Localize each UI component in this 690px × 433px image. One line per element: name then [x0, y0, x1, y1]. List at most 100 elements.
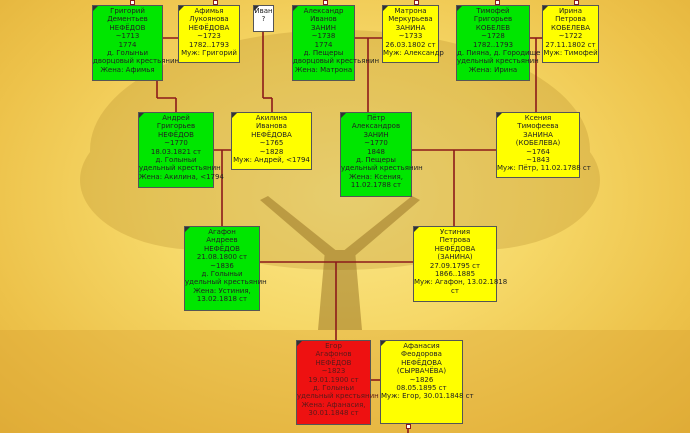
- person-card-line: Феодорова: [401, 350, 442, 359]
- person-card-line: Григорьев: [156, 122, 196, 131]
- person-card-line: 11.02.1788 ст: [350, 181, 402, 190]
- person-card-line: ЗАНИН: [310, 23, 337, 32]
- person-card-line: Муж: Александр: [383, 49, 444, 58]
- card-corner-marker-icon: [297, 341, 302, 346]
- person-card-line: Жена: Афанасия,: [301, 400, 366, 409]
- person-card-line: НЕФЁДОВ: [109, 23, 146, 32]
- person-card-line: Меркурьева: [388, 15, 433, 24]
- card-corner-marker-icon: [185, 227, 190, 232]
- person-card-line: 1774: [118, 40, 137, 49]
- person-card-line: 1782..1793: [472, 40, 514, 49]
- expand-connector-icon[interactable]: [323, 0, 328, 5]
- person-card-line: Иван: [254, 7, 273, 15]
- card-corner-marker-icon: [457, 6, 462, 11]
- person-card-line: НЕФЁДОВА: [251, 130, 292, 139]
- person-card-line: д. Голыньи: [201, 270, 243, 279]
- person-card-line: ~1823: [321, 367, 346, 376]
- person-card-line: Афимья: [194, 7, 224, 15]
- person-card-line: 27.09.1795 ст: [429, 261, 481, 270]
- person-card-line: НЕФЁДОВ: [158, 130, 194, 139]
- person-card-line: ?: [261, 15, 266, 24]
- person-card-line: ~1770: [364, 139, 388, 148]
- card-corner-marker-icon: [254, 6, 259, 11]
- person-card-line: Александров: [351, 122, 401, 131]
- person-card-line: 27.11.1802 ст: [545, 40, 596, 49]
- expand-connector-icon[interactable]: [130, 0, 135, 5]
- person-card-line: ~1826: [409, 375, 434, 384]
- card-corner-marker-icon: [414, 227, 419, 232]
- person-card-ivan[interactable]: Иван?: [253, 5, 274, 32]
- card-corner-marker-icon: [497, 113, 502, 118]
- expand-connector-icon[interactable]: [213, 0, 218, 5]
- person-card-line: ~1764: [526, 147, 550, 156]
- person-card-line: Александр: [303, 7, 344, 15]
- card-corner-marker-icon: [381, 341, 386, 346]
- person-card-line: КОБЕЛЕВА: [551, 23, 590, 32]
- person-card-line: ЗАНИНА: [395, 23, 426, 32]
- person-card-line: Андреев: [206, 236, 238, 245]
- person-card-line: Муж: Андрей, <1794: [233, 156, 310, 165]
- person-card-line: Петрова: [439, 236, 471, 245]
- person-card-line: ~1843: [526, 156, 550, 165]
- person-card-line: 1866..1885: [434, 270, 476, 279]
- card-corner-marker-icon: [93, 6, 98, 11]
- person-card-line: Тимофеева: [517, 122, 559, 131]
- person-card-line: НЕФЁДОВ: [315, 358, 352, 367]
- expand-connector-icon[interactable]: [414, 0, 419, 5]
- card-corner-marker-icon: [232, 113, 237, 118]
- person-card-line: Агафон: [208, 228, 236, 236]
- person-card-line: ~1723: [197, 32, 221, 41]
- person-card-line: д. Пияна, д. Городище: [457, 49, 541, 58]
- card-corner-marker-icon: [383, 6, 388, 11]
- expand-connector-icon[interactable]: [495, 0, 500, 5]
- person-card-line: ~1713: [115, 32, 140, 41]
- person-card-line: Жена: Афимья: [100, 65, 155, 74]
- person-card-line: Муж: Григорий: [181, 49, 237, 58]
- person-card-line: ЗАНИНА: [523, 130, 553, 139]
- person-card-line: Акилина: [255, 114, 288, 122]
- person-card-line: 1848: [367, 147, 385, 156]
- person-card-line: Григорьев: [473, 15, 513, 24]
- expand-connector-icon[interactable]: [406, 424, 411, 429]
- person-card-line: 1782..1793: [188, 40, 230, 49]
- person-card-line: (СЫРВАЧЁВА): [396, 367, 447, 376]
- person-card-line: (КОБЕЛЕВА): [515, 139, 561, 148]
- person-card-line: д. Голыньи: [155, 156, 197, 165]
- person-card-line: удельный крестьянин: [185, 278, 267, 287]
- person-card-line: Тимофей: [476, 7, 510, 15]
- person-card-line: 13.02.1818 ст: [196, 295, 248, 304]
- card-corner-marker-icon: [341, 113, 346, 118]
- person-card-line: ~1722: [558, 32, 583, 41]
- expand-connector-icon[interactable]: [574, 0, 579, 5]
- person-card-line: Ирина: [558, 7, 583, 15]
- person-card-line: Муж: Агафон, 13.02.1818: [414, 278, 508, 287]
- person-card-line: Петрова: [555, 15, 586, 24]
- person-card-line: Муж: Тимофей: [543, 49, 598, 58]
- person-card-line: удельный крестьянин: [341, 164, 423, 173]
- person-card-line: 30.01.1848 ст: [308, 409, 359, 418]
- person-card-line: 1774: [314, 40, 333, 49]
- person-card-line: НЕФЁДОВ: [204, 244, 240, 253]
- person-card-line: д. Пещеры: [356, 156, 396, 165]
- person-card-line: Матрона: [394, 7, 427, 15]
- person-card-line: Жена: Ирина: [468, 65, 518, 74]
- person-card-line: ст: [451, 286, 459, 295]
- person-card-line: ~1836: [210, 261, 234, 270]
- person-card-line: 08.05.1895 ст: [396, 384, 447, 393]
- person-card-line: Пётр: [366, 114, 386, 122]
